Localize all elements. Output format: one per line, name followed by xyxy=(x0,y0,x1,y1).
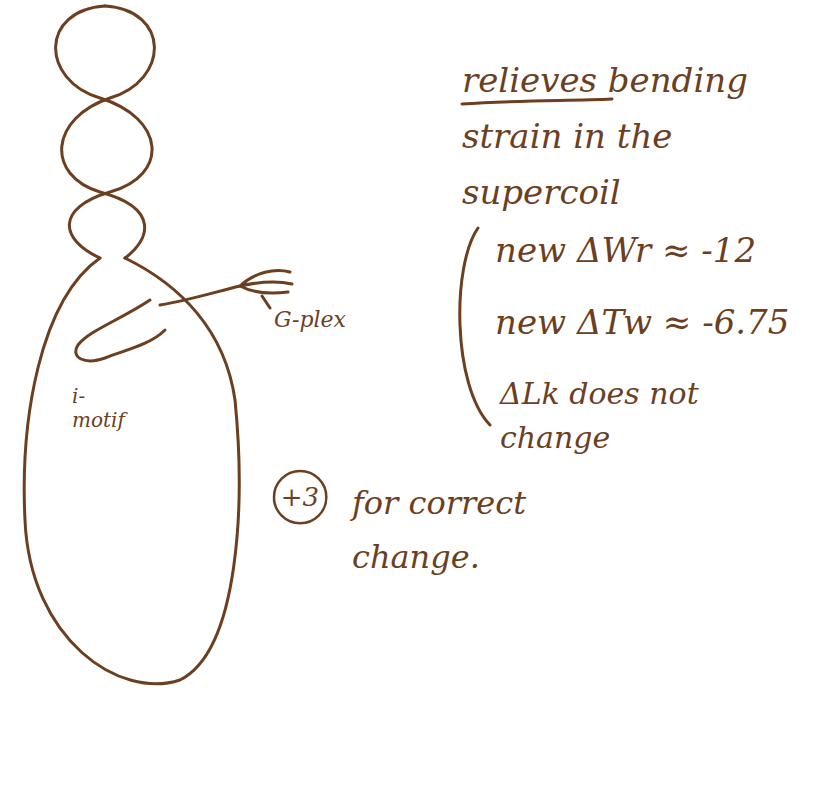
score-circle: +3 xyxy=(272,469,328,525)
g-plex-stem xyxy=(160,286,240,305)
bracket xyxy=(460,228,490,425)
note-text: new ΔTw ≈ -6.75 xyxy=(495,300,805,344)
dna-loop xyxy=(24,258,239,684)
note-text: for correct change. xyxy=(352,476,587,584)
part-label: G-plex xyxy=(274,306,394,334)
note-text: ΔLk does not change xyxy=(500,372,810,460)
circle-outline xyxy=(274,471,326,523)
score-text: +3 xyxy=(281,482,319,512)
dna-strand xyxy=(62,6,155,258)
dna-strand xyxy=(56,6,152,258)
leader-line xyxy=(262,296,270,308)
g-plex-fork xyxy=(240,271,292,294)
note-text: relieves bending strain in the supercoil xyxy=(462,52,792,220)
i-motif-squiggle xyxy=(76,300,165,361)
part-label: i-motif xyxy=(72,384,128,432)
note-text: new ΔWr ≈ -12 xyxy=(495,228,805,272)
